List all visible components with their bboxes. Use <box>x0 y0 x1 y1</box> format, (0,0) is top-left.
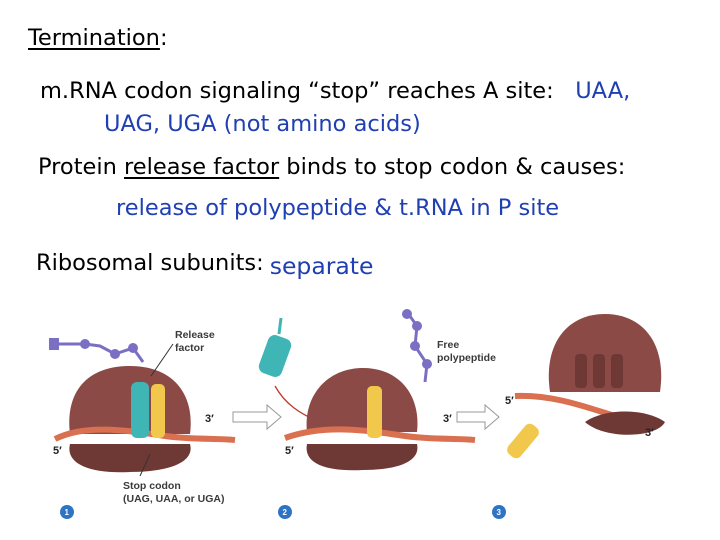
bullet-release-factor: Protein release factor binds to stop cod… <box>38 153 625 181</box>
subunits-value: separate <box>269 252 374 280</box>
ribosome-small-subunit-3 <box>585 411 665 435</box>
step-arrow-1 <box>232 403 282 431</box>
stop-codon-pointer <box>139 453 151 477</box>
stop-codon-text: m.RNA codon signaling “stop” reaches A s… <box>40 78 554 104</box>
release-factor-suffix: binds to stop codon & causes: <box>279 154 626 180</box>
amino-acid <box>402 309 412 319</box>
released-trna-shape <box>507 423 539 459</box>
trna-shape-1 <box>151 384 165 438</box>
stop-codon-label-2: (UAG, UAA, or UGA) <box>123 493 225 505</box>
stop-codon-continuation: UAG, UGA (not amino acids) <box>104 111 421 137</box>
free-polypeptide-label-2: polypeptide <box>437 352 496 364</box>
release-factor-shape-1 <box>131 382 149 438</box>
three-prime-label-1: 3′ <box>205 413 214 425</box>
amino-acid <box>422 359 432 369</box>
step-3-number: 3 <box>497 508 502 517</box>
title-text: Termination <box>28 25 160 51</box>
subunits-label: Ribosomal subunits: <box>36 250 264 276</box>
panel-3: Free polypeptide 5′ 3′ 3 <box>402 309 665 519</box>
ribosome-large-subunit-1 <box>69 366 191 434</box>
title-colon: : <box>159 25 168 51</box>
release-factor-label-1: Release <box>175 329 215 341</box>
stop-codon-label-1: Stop codon <box>123 480 181 492</box>
release-factor-label-2: factor <box>175 342 204 354</box>
amino-acid <box>128 343 138 353</box>
release-factor-prefix: Protein <box>38 154 125 180</box>
polypeptide-end-1 <box>49 338 59 350</box>
termination-figure: Release factor 3′ 5′ Stop codon (UAG, UA… <box>49 309 665 519</box>
released-factor-shape <box>258 335 292 377</box>
panel-2: 3′ 5′ 2 <box>258 317 476 519</box>
amino-acid <box>80 339 90 349</box>
bullet-ribosomal-subunits: Ribosomal subunits:separate <box>36 248 374 280</box>
amino-acid <box>110 349 120 359</box>
step-arrow-2 <box>456 403 500 431</box>
amino-acid <box>410 341 420 351</box>
five-prime-label-1: 5′ <box>53 445 62 457</box>
slide-title: Termination: <box>28 24 168 52</box>
ribosome-large-subunit-2 <box>306 368 418 432</box>
stop-codon-value: UAA, <box>575 78 631 104</box>
step-3-circle <box>492 505 506 519</box>
free-polypeptide-label-1: Free <box>437 339 459 351</box>
amino-acid <box>412 321 422 331</box>
mrna-strand-1 <box>53 426 236 443</box>
released-factor-stem <box>277 317 283 335</box>
three-prime-label-3: 3′ <box>645 427 654 439</box>
release-result-text: release of polypeptide & t.RNA in P site <box>116 195 560 221</box>
mrna-strand-2 <box>284 426 476 443</box>
ribosome-small-subunit-1 <box>69 444 191 473</box>
three-prime-label-2: 3′ <box>443 413 452 425</box>
release-factor-pointer <box>150 343 174 377</box>
step-1-number: 1 <box>65 508 70 517</box>
five-prime-label-2: 5′ <box>285 445 294 457</box>
panel-1: Release factor 3′ 5′ Stop codon (UAG, UA… <box>49 329 236 519</box>
step-2-number: 2 <box>283 508 288 517</box>
step-1-circle <box>60 505 74 519</box>
five-prime-label-3: 5′ <box>505 395 514 407</box>
subunit-groove <box>611 354 623 388</box>
release-factor-term: release factor <box>124 154 280 180</box>
subunit-groove <box>593 354 605 388</box>
subunit-groove <box>575 354 587 388</box>
step-2-circle <box>278 505 292 519</box>
trna-shape-2 <box>367 386 382 438</box>
ribosome-small-subunit-2 <box>306 444 418 471</box>
bullet-stop-codon: m.RNA codon signaling “stop” reaches A s… <box>40 77 630 105</box>
